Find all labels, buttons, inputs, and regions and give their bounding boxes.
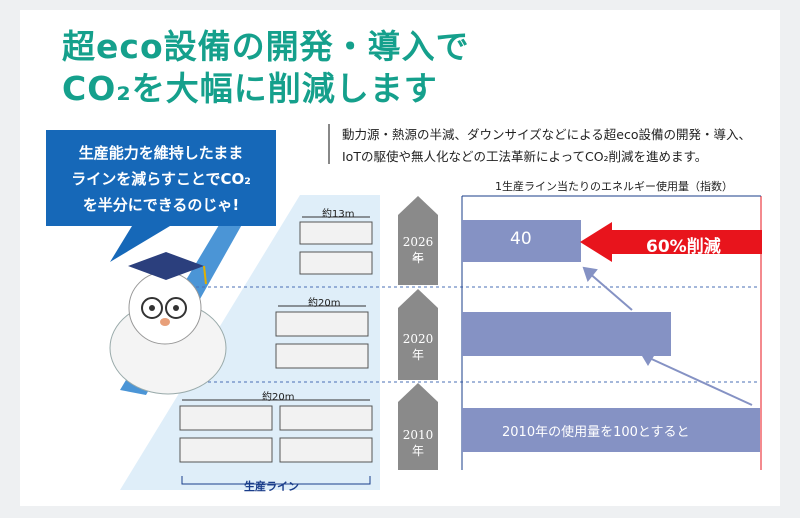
page-title-line1: 超eco設備の開発・導入で xyxy=(62,27,470,66)
year-label-2026: 2026年 xyxy=(402,235,434,265)
year-marker-2026 xyxy=(398,196,438,285)
bar-2026: 40 xyxy=(462,220,581,262)
machines-2020 xyxy=(275,311,369,369)
machines-2026 xyxy=(299,221,373,275)
length-label-2020: 約20m xyxy=(308,298,341,309)
year-label-2010: 2010年 xyxy=(402,428,434,458)
production-line-label: 生産ライン xyxy=(244,480,299,493)
year-marker-2020 xyxy=(398,289,438,380)
bar-2010-label: 2010年の使用量を100とすると xyxy=(502,425,690,440)
length-label-2026: 約13m xyxy=(322,209,355,220)
dimension-arrows xyxy=(182,216,370,401)
reduction-label: 60%削減 xyxy=(646,237,721,257)
bar-2026-label: 40 xyxy=(510,229,532,249)
energy-chart: 40 2010年の使用量を100とすると xyxy=(462,196,762,470)
machines-2010 xyxy=(179,405,373,463)
description-line1: 動力源・熱源の半減、ダウンサイズなどによる超eco設備の開発・導入、 xyxy=(342,127,751,142)
graduation-cap-icon xyxy=(128,252,204,280)
production-line-bracket xyxy=(181,476,371,485)
professor-character xyxy=(109,252,227,395)
description-divider xyxy=(328,124,330,164)
speech-bubble xyxy=(46,130,276,262)
year-label-2026-tilde: ～ xyxy=(411,252,424,266)
year-marker-2010 xyxy=(398,383,438,470)
description-line2: IoTの駆使や無人化などの工法革新によってCO₂削減を進めます。 xyxy=(342,149,708,164)
reduction-arrow-icon xyxy=(580,222,762,262)
bar-2010: 2010年の使用量を100とすると xyxy=(462,408,760,452)
bar-2020 xyxy=(462,312,671,356)
chart-title: 1生産ライン当たりのエネルギー使用量（指数） xyxy=(495,180,733,193)
bubble-line2: ラインを減らすことでCO₂ xyxy=(71,170,251,188)
page-title-line2: CO₂を大幅に削減します xyxy=(62,69,438,108)
year-label-2020: 2020年 xyxy=(402,332,434,362)
bubble-line1: 生産能力を維持したまま xyxy=(78,144,244,162)
length-label-2010: 約20m xyxy=(262,392,295,403)
speech-bubble-text: 生産能力を維持したまま ラインを減らすことでCO₂ を半分にできるのじゃ! xyxy=(46,140,276,218)
bubble-line3: を半分にできるのじゃ! xyxy=(82,196,240,214)
